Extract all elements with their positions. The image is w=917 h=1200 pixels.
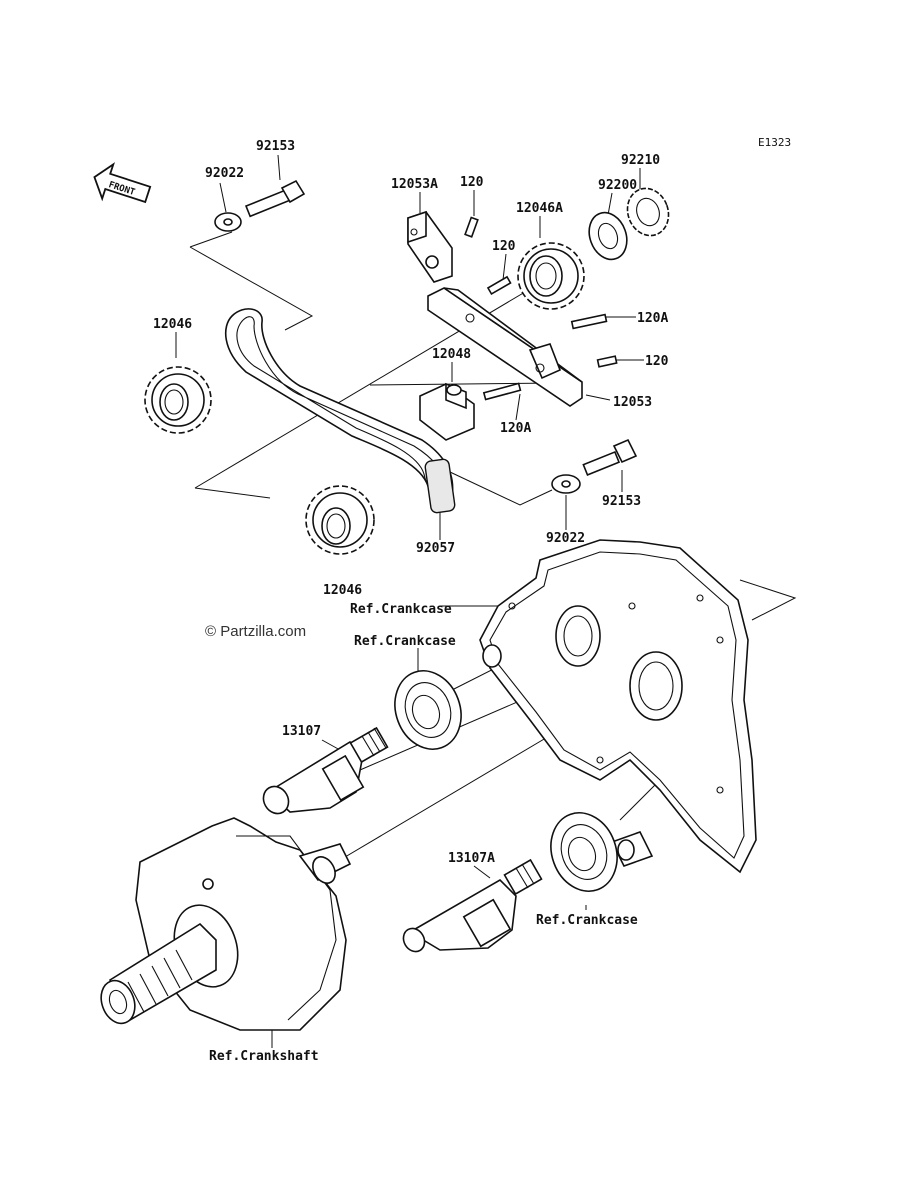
svg-text:© Partzilla.com: © Partzilla.com [205, 623, 306, 640]
bolt-92153-right-icon [582, 438, 638, 476]
label-92057: 92057 [416, 541, 455, 556]
partzilla-watermark: © Partzilla.com [205, 623, 306, 640]
sprocket-12046-lower-icon [305, 485, 375, 555]
washer-92022-bottom-icon [551, 474, 581, 494]
label-92153-right: 92153 [602, 494, 641, 509]
bolt-120-a-icon [464, 216, 479, 238]
label-ref-crankcase-1: Ref.Crankcase [350, 602, 452, 617]
nut-92210-icon [626, 187, 670, 237]
bolt-92153-top-icon [244, 179, 306, 218]
chain-guide-12053-icon [427, 287, 583, 407]
chain-92057-icon [225, 308, 456, 514]
label-92153-top: 92153 [256, 139, 295, 154]
shaft-13107-icon [262, 726, 389, 815]
label-ref-crankcase-3: Ref.Crankcase [536, 913, 638, 928]
crankshaft-icon [100, 817, 352, 1031]
label-12053A: 12053A [391, 177, 438, 192]
tensioner-12048-icon [419, 382, 475, 441]
label-120A-bottom: 120A [500, 421, 531, 436]
bolt-120A-right-icon [570, 313, 608, 330]
label-92200: 92200 [598, 178, 637, 193]
bearing-lower-icon [550, 812, 618, 892]
label-ref-crankcase-2: Ref.Crankcase [354, 634, 456, 649]
label-120A-right: 120A [637, 311, 668, 326]
label-13107A: 13107A [448, 851, 495, 866]
bolt-120A-bottom-icon [482, 382, 522, 401]
bearing-upper-icon [394, 670, 462, 750]
label-12046A: 12046A [516, 201, 563, 216]
label-92022-bottom: 92022 [546, 531, 585, 546]
sprocket-12046-left-icon [144, 366, 212, 434]
tensioner-12053A-icon [407, 210, 453, 283]
bolt-120-right-icon [596, 355, 618, 368]
label-120-a: 120 [460, 175, 484, 190]
label-92022-top: 92022 [205, 166, 244, 181]
bolt-120-b-icon [486, 275, 512, 296]
label-12048: 12048 [432, 347, 471, 362]
front-arrow-icon: FRONT [93, 162, 152, 204]
label-13107: 13107 [282, 724, 321, 739]
label-ref-crankshaft: Ref.Crankshaft [209, 1049, 319, 1064]
label-120-right: 120 [645, 354, 669, 369]
label-12053: 12053 [613, 395, 652, 410]
label-120-b: 120 [492, 239, 516, 254]
label-92210: 92210 [621, 153, 660, 168]
shaft-13107A-icon [402, 858, 543, 953]
sprocket-12046A-icon [517, 242, 585, 310]
crankcase-icon [479, 539, 757, 874]
label-12046-left: 12046 [153, 317, 192, 332]
diagram-code: E1323 [758, 136, 791, 149]
label-12046-mid: 12046 [323, 583, 362, 598]
washer-92022-top-icon [214, 212, 242, 232]
washer-92200-icon [588, 211, 628, 261]
